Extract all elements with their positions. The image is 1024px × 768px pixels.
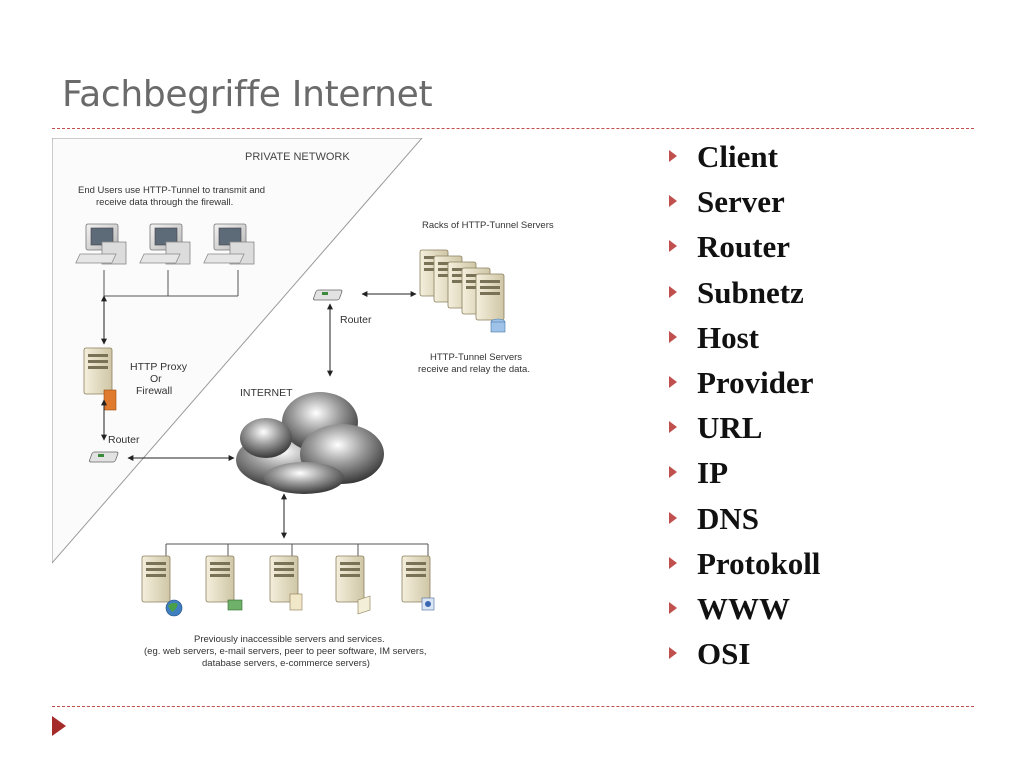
router-left-label: Router [108, 434, 140, 446]
term-label: Client [697, 139, 778, 174]
term-label: WWW [697, 590, 790, 626]
bullet-icon [669, 466, 677, 479]
term-label: Provider [697, 364, 814, 400]
list-item: DNS [666, 500, 820, 547]
bullet-icon [669, 330, 677, 343]
list-item: Client [666, 140, 820, 185]
proxy-label-line2: Or [150, 373, 162, 385]
proxy-label-line3: Firewall [136, 385, 172, 397]
servers-note-line1: Previously inaccessible servers and serv… [194, 634, 385, 645]
private-network-label: PRIVATE NETWORK [245, 151, 350, 163]
bullet-icon [669, 150, 677, 162]
top-divider [52, 128, 974, 129]
internet-cloud-icon [236, 392, 384, 494]
bullet-icon [669, 421, 677, 434]
term-label: Server [697, 184, 785, 220]
bullet-icon [669, 375, 677, 388]
router-icon [312, 289, 344, 301]
list-item: Provider [666, 364, 820, 411]
terms-list: Client Server Router Subnetz Host Provid… [666, 140, 820, 682]
term-label: IP [697, 455, 728, 491]
network-diagram-svg: PRIVATE NETWORK End Users use HTTP-Tunne… [52, 138, 554, 669]
tunnel-servers-note-line1: HTTP-Tunnel Servers [430, 352, 522, 363]
router-icon [88, 451, 120, 463]
term-label: Host [697, 319, 759, 355]
racks-label: Racks of HTTP-Tunnel Servers [422, 220, 554, 231]
server-icon [205, 555, 243, 611]
term-label: DNS [697, 500, 760, 536]
list-item: Host [666, 319, 820, 366]
end-users-note-line1: End Users use HTTP-Tunnel to transmit an… [78, 185, 265, 196]
list-item: OSI [666, 637, 820, 682]
internet-label: INTERNET [240, 387, 293, 399]
list-item: WWW [666, 590, 820, 637]
servers-note-line3: database servers, e-commerce servers) [202, 658, 370, 669]
bullet-icon [669, 601, 677, 614]
term-label: URL [697, 410, 763, 446]
list-item: Protokoll [666, 545, 821, 592]
server-icon [401, 555, 435, 611]
bullet-icon [669, 556, 677, 569]
end-users-note-line2: receive data through the firewall. [96, 197, 233, 208]
server-rack-icon [419, 249, 506, 333]
bullet-icon [669, 240, 677, 253]
term-label: Subnetz [697, 274, 804, 310]
tunnel-servers-note-line2: receive and relay the data. [418, 364, 530, 375]
server-icon [269, 555, 303, 611]
bullet-icon [669, 285, 677, 298]
list-item: Router [666, 230, 820, 275]
router-top-label: Router [340, 314, 372, 326]
list-item: Subnetz [666, 274, 820, 321]
slide-title: Fachbegriffe Internet [62, 74, 433, 115]
proxy-label-line1: HTTP Proxy [130, 361, 188, 373]
term-label: Protokoll [697, 545, 821, 581]
network-diagram: PRIVATE NETWORK End Users use HTTP-Tunne… [52, 138, 612, 678]
footer-arrow-icon [52, 716, 66, 736]
server-icon [141, 555, 183, 617]
list-item: Server [666, 185, 820, 230]
bullet-icon [669, 195, 677, 208]
bottom-divider [52, 706, 974, 707]
term-label: OSI [697, 636, 751, 672]
servers-note-line2: (eg. web servers, e-mail servers, peer t… [144, 646, 426, 657]
list-item: IP [666, 456, 820, 501]
bullet-icon [669, 647, 677, 660]
list-item: URL [666, 411, 820, 456]
term-label: Router [697, 229, 790, 265]
server-icon [335, 555, 371, 615]
bullet-icon [669, 511, 677, 524]
